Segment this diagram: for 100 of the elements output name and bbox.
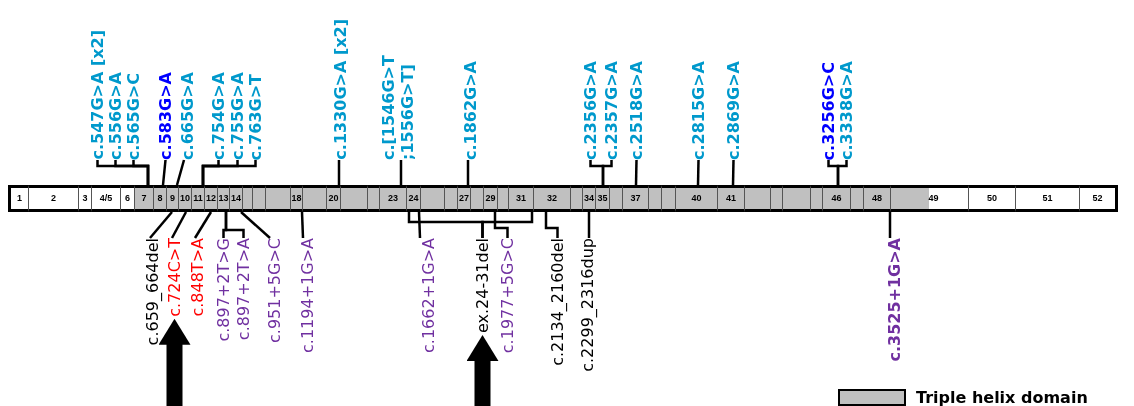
mutation-label: c.2134_2160del <box>548 238 567 366</box>
mutation-label: c.3525+1G>A <box>885 238 904 362</box>
exon-segment: 52 <box>1080 185 1118 212</box>
mutation-label: c.1330G>A [x2] <box>331 19 350 160</box>
leader-line <box>493 212 509 238</box>
mutation-label: c.755G>A <box>228 72 247 160</box>
leader-line <box>731 159 735 186</box>
exon-segment <box>471 185 484 212</box>
leader-line <box>836 160 848 185</box>
leader-line <box>132 160 150 185</box>
leader-line <box>634 159 638 186</box>
exon-segment: 10 <box>179 185 192 212</box>
exon-segment: 18 <box>291 185 303 212</box>
leader-line <box>224 212 245 238</box>
leader-line <box>175 159 186 186</box>
mutation-label: c.3256G>C <box>819 61 838 160</box>
mutation-label: c.547G>A [x2] <box>88 30 107 160</box>
mutation-label: c.763G>T <box>246 73 265 160</box>
leader-line <box>300 211 305 239</box>
mutation-label: c.2815G>A <box>689 61 708 160</box>
mutation-label: c.565G>C <box>124 72 143 160</box>
exon-segment: 49 <box>891 185 969 212</box>
exon-segment <box>610 185 623 212</box>
exon-segment: 8 <box>154 185 167 212</box>
exon-segment: 24 <box>407 185 421 212</box>
leader-line <box>193 211 213 239</box>
mutation-label: c.724C>T <box>165 238 184 317</box>
exon-segment: 2 <box>29 185 79 212</box>
mutation-label: c.583G>A <box>156 72 175 160</box>
mutation-label: c.2356G>A <box>581 61 600 160</box>
leader-line <box>149 211 173 239</box>
leader-line <box>466 160 470 185</box>
mutation-label: c.2518G>A <box>627 61 646 160</box>
exon-segment <box>649 185 662 212</box>
mutation-label: c.[1546G>T ;1556G>T] <box>379 34 417 160</box>
exon-segment: 46 <box>823 185 851 212</box>
mutation-label: c.556G>A <box>106 72 125 160</box>
leader-line <box>337 160 341 185</box>
exon-segment: 12 <box>205 185 218 212</box>
leader-line <box>601 160 613 185</box>
leader-line <box>417 211 422 239</box>
exon-segment <box>341 185 368 212</box>
exon-segment: 11 <box>192 185 205 212</box>
mutation-label: c.754G>A <box>209 72 228 160</box>
mutation-label: c.897+2T>G <box>214 238 233 342</box>
mutation-label: c.1862G>A <box>461 61 480 160</box>
exon-segment: 4/5 <box>92 185 121 212</box>
exon-segment: 32 <box>534 185 571 212</box>
exon-segment <box>745 185 771 212</box>
exon-segment: 31 <box>509 185 534 212</box>
leader-line <box>696 159 700 186</box>
exon-segment: 50 <box>969 185 1016 212</box>
mutation-label: c.2869G>A <box>724 61 743 160</box>
exon-segment <box>498 185 509 212</box>
leader-line <box>481 212 534 238</box>
exon-segment: 41 <box>718 185 745 212</box>
exon-segment: 23 <box>380 185 407 212</box>
leader-line <box>161 159 167 186</box>
exon-segment: 34 <box>583 185 596 212</box>
exon-segment <box>266 185 291 212</box>
leader-line <box>399 160 403 185</box>
exon-segment <box>303 185 327 212</box>
exon-segment <box>421 185 445 212</box>
mutation-label: c.951+5G>C <box>265 238 284 343</box>
mutation-label: c.1194+1G>A <box>298 238 317 353</box>
arrow <box>466 335 499 406</box>
leader-line <box>544 212 559 238</box>
exon-segment: 48 <box>864 185 891 212</box>
exon-segment: 51 <box>1016 185 1080 212</box>
mutation-label: c.1662+1G>A <box>419 238 438 353</box>
mutation-label: c.1977+5G>C <box>498 238 517 354</box>
mutation-label: c.897+2T>A <box>234 238 253 341</box>
exon-segment: 35 <box>596 185 610 212</box>
mutation-label: c.2299_2316dup <box>578 238 597 372</box>
mutation-label: c.848T>A <box>188 238 207 317</box>
leader-line <box>201 160 257 185</box>
exon-segment: 20 <box>327 185 341 212</box>
mutation-label: c.665G>A <box>178 72 197 160</box>
exon-segment: 37 <box>623 185 649 212</box>
exon-segment <box>771 185 783 212</box>
leader-line <box>240 211 271 239</box>
arrow <box>158 318 191 406</box>
exon-segment: 6 <box>121 185 135 212</box>
mutation-label: c.659_664del <box>143 238 162 346</box>
exon-segment <box>662 185 676 212</box>
exon-segment <box>368 185 380 212</box>
exon-segment: 9 <box>167 185 179 212</box>
exon-segment <box>811 185 823 212</box>
exon-segment <box>253 185 266 212</box>
exon-segment: 1 <box>8 185 29 212</box>
exon-segment <box>851 185 864 212</box>
exon-segment: 40 <box>676 185 718 212</box>
exon-segment <box>243 185 253 212</box>
legend-label: Triple helix domain <box>916 389 1088 406</box>
exon-segment: 3 <box>79 185 92 212</box>
exon-segment: 14 <box>230 185 243 212</box>
exon-segment: 7 <box>135 185 154 212</box>
exon-segment <box>783 185 811 212</box>
exon-segment: 13 <box>218 185 230 212</box>
exon-segment <box>571 185 583 212</box>
